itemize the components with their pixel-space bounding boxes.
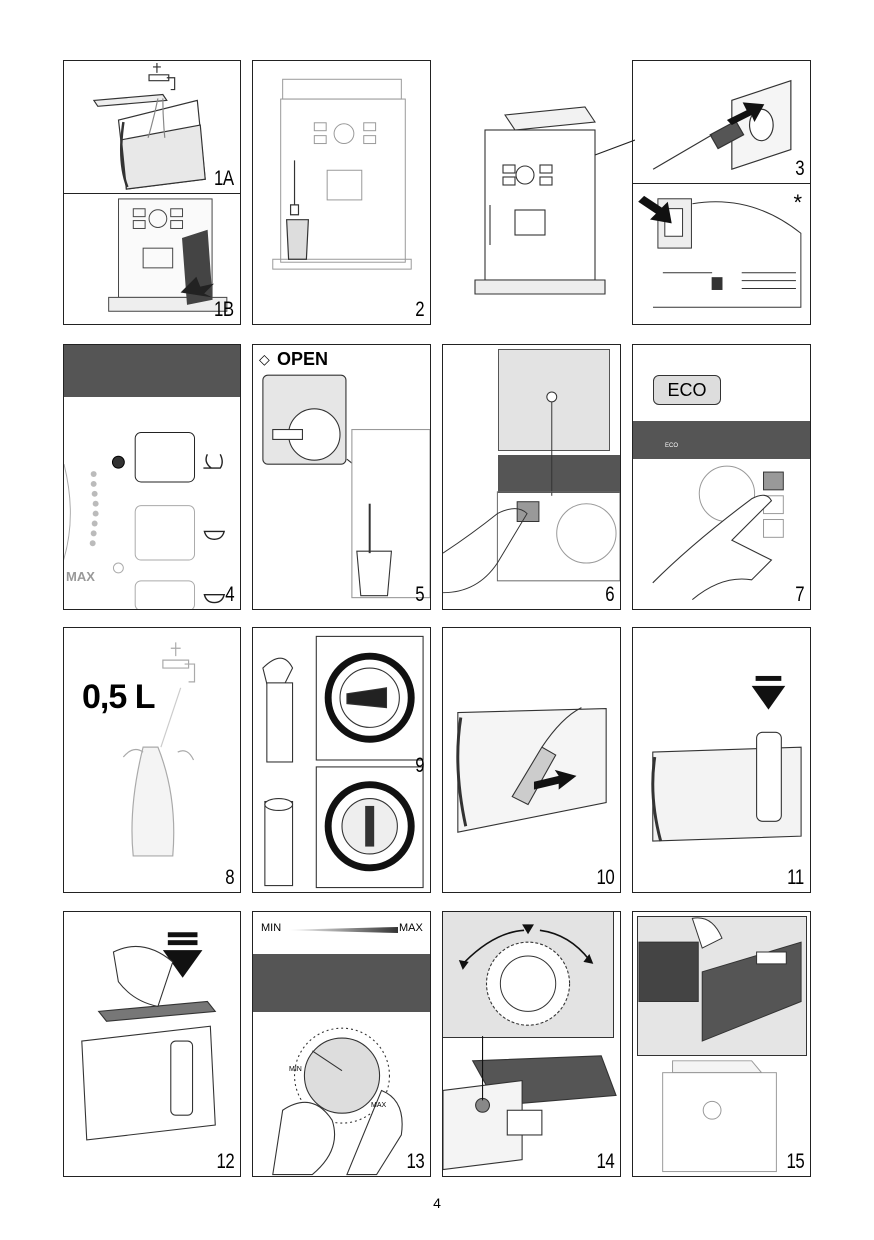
panel-5: ◇ OPEN 5	[252, 344, 431, 610]
panel-power-switch: *	[632, 183, 811, 325]
step-label-14: 14	[596, 1150, 614, 1173]
panel-6: 6	[442, 344, 621, 610]
panel-2: 2	[252, 60, 431, 325]
knob-max-label: MAX	[371, 1102, 387, 1109]
step-label-3: 3	[795, 157, 804, 180]
eco-small-label: ECO	[665, 443, 679, 449]
control-panel-dark-band: ECO	[633, 421, 810, 459]
panel-15: 15	[632, 911, 811, 1177]
press-power-button-illustration	[443, 391, 620, 594]
panel-3: 3	[632, 60, 811, 184]
fill-water-jug-illustration	[122, 642, 196, 857]
knob-min-label: MIN	[289, 1066, 302, 1073]
open-label: OPEN	[277, 349, 329, 369]
close-tank-lid-illustration	[81, 932, 217, 1141]
footnote-asterisk: *	[793, 190, 802, 215]
min-label: MIN	[261, 922, 282, 934]
max-label: MAX	[399, 922, 423, 934]
step-label-4: 4	[225, 583, 234, 606]
fill-water-tank-illustration	[92, 62, 206, 190]
press-eco-button-illustration	[652, 465, 784, 601]
step-label-1b: 1B	[214, 298, 234, 321]
step-label-9: 9	[415, 754, 424, 777]
step-label-6: 6	[605, 583, 614, 606]
drops-icon: ◇	[259, 351, 270, 367]
panel-14: 14	[442, 911, 621, 1177]
eco-badge: ECO	[653, 375, 721, 405]
steam-knob-open-illustration	[262, 374, 430, 599]
power-switch-illustration	[638, 195, 802, 308]
machine-overview-illustration	[445, 95, 636, 325]
panel-8: 0,5 L 8	[63, 627, 241, 893]
filter-into-tank-illustration	[651, 675, 802, 842]
panel-13: MIN MAX MIN MAX 13	[252, 911, 431, 1177]
insert-filter-in-tank-illustration	[456, 707, 607, 833]
max-label: MAX	[66, 569, 95, 584]
panel-9: 9	[252, 627, 431, 893]
step-label-15: 15	[786, 1150, 804, 1173]
control-panel-dark-band	[498, 455, 620, 493]
panel-12: 12	[63, 911, 241, 1177]
step-label-11: 11	[787, 866, 804, 889]
panel-7: ECO ECO 7	[632, 344, 811, 610]
step-label-10: 10	[596, 866, 614, 889]
machine-with-cup-illustration	[272, 78, 412, 270]
control-panel-blinking-illustration	[64, 432, 226, 609]
step-label-2: 2	[415, 298, 424, 321]
step-label-13: 13	[406, 1150, 424, 1173]
insert-water-tank-illustration	[108, 198, 228, 312]
step-label-1a: 1A	[214, 167, 234, 190]
panel-11: 11	[632, 627, 811, 893]
panel-4: MAX 4	[63, 344, 241, 610]
panel-1a: 1A	[63, 60, 241, 194]
panel-10: 10	[442, 627, 621, 893]
grind-adjustment-knob-illustration	[443, 924, 617, 1171]
fill-coffee-beans-illustration	[638, 917, 802, 1173]
coffee-machine-icon	[474, 106, 636, 295]
plug-in-socket-illustration	[652, 79, 792, 171]
coffee-intensity-knob-illustration	[272, 1027, 403, 1176]
volume-label: 0,5 L	[82, 678, 155, 716]
intensity-gradient-bar	[288, 927, 398, 933]
step-label-7: 7	[795, 583, 804, 606]
panel-1b: 1B	[63, 193, 241, 325]
step-label-12: 12	[216, 1150, 234, 1173]
step-label-5: 5	[415, 583, 424, 606]
page-number: 4	[433, 1195, 441, 1211]
control-panel-dark-band	[64, 345, 240, 397]
water-filter-date-dial-illustration	[262, 635, 424, 889]
control-panel-dark-band	[253, 954, 430, 1012]
step-label-8: 8	[225, 866, 234, 889]
